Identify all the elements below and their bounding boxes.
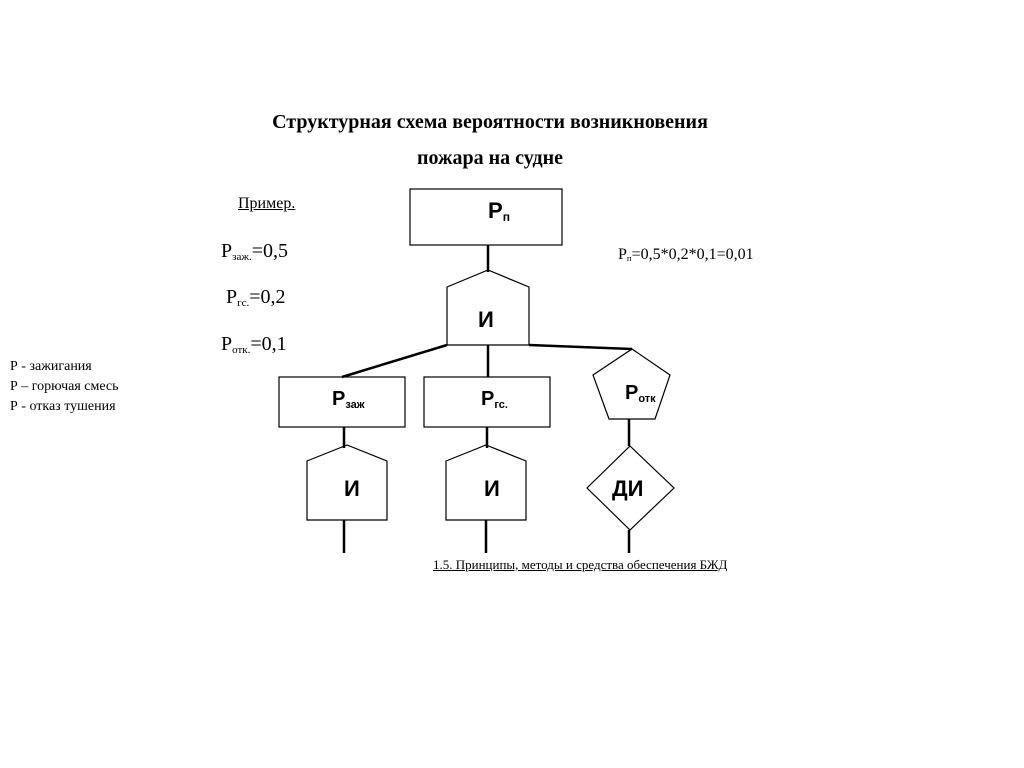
connector-branch-right — [528, 343, 633, 351]
top-event-label: Рп — [488, 198, 510, 224]
top-event-box — [409, 188, 563, 246]
p-gs-sub: гс. — [494, 398, 508, 411]
formula-val: =0,5*0,2*0,1=0,01 — [631, 246, 754, 263]
example-p-zazh-sym: P — [221, 240, 233, 262]
formula: Рп=0,5*0,2*0,1=0,01 — [618, 246, 754, 264]
example-p-otk-sym: P — [221, 333, 233, 355]
connector-branch-left — [341, 343, 448, 379]
example-p-otk-sub: отк. — [232, 343, 251, 356]
and-gate-main-label: И — [478, 307, 494, 332]
footer-caption: 1.5. Принципы, методы и средства обеспеч… — [433, 557, 728, 572]
example-p-zazh-val: =0,5 — [251, 240, 288, 262]
p-otk-sub: отк — [638, 392, 656, 405]
p-gs-sym: Р — [481, 388, 495, 410]
legend-item-extinguish: Р - отказ тушения — [10, 399, 116, 414]
p-otk-pentagon — [592, 348, 671, 420]
example-p-zazh: Pзаж.=0,5 — [221, 240, 288, 263]
formula-sym: Р — [618, 246, 627, 263]
p-zazh-sym: Р — [332, 388, 346, 410]
example-p-otk: Pотк.=0,1 — [221, 333, 287, 356]
title-line-1: Структурная схема вероятности возникнове… — [272, 111, 708, 133]
example-p-otk-val: =0,1 — [250, 333, 287, 355]
example-p-gs-sub: гс. — [237, 296, 250, 309]
example-p-gs-sym: P — [226, 286, 238, 308]
and-gate-mid-label: И — [484, 476, 500, 501]
and-gate-main-shape — [446, 269, 530, 346]
p-zazh-sub: заж — [345, 398, 365, 411]
or-gate-right-label: ДИ — [612, 476, 644, 501]
example-p-gs: Pгс.=0,2 — [226, 286, 286, 309]
legend-item-mixture: Р – горючая смесь — [10, 379, 119, 394]
example-p-zazh-sub: заж. — [232, 250, 252, 263]
legend: Р - зажигания Р – горючая смесь Р - отка… — [10, 357, 119, 417]
p-otk-sym: Р — [625, 382, 639, 404]
and-gate-left-label: И — [344, 476, 360, 501]
example-p-gs-val: =0,2 — [249, 286, 286, 308]
top-event-sub: п — [502, 210, 510, 225]
legend-item-ignition: Р - зажигания — [10, 359, 92, 374]
p-otk-label: Ротк — [625, 382, 656, 405]
formula-sub: п — [626, 253, 632, 264]
top-event-sym: Р — [488, 198, 503, 223]
p-gs-label: Ргс. — [481, 388, 508, 411]
and-gate-left-shape — [306, 444, 388, 521]
example-heading: Пример. — [238, 195, 296, 212]
and-gate-mid-shape — [445, 444, 527, 521]
diagram-title: Структурная схема вероятности возникнове… — [225, 107, 755, 173]
title-line-2: пожара на судне — [416, 147, 564, 169]
p-zazh-label: Рзаж — [332, 388, 365, 411]
